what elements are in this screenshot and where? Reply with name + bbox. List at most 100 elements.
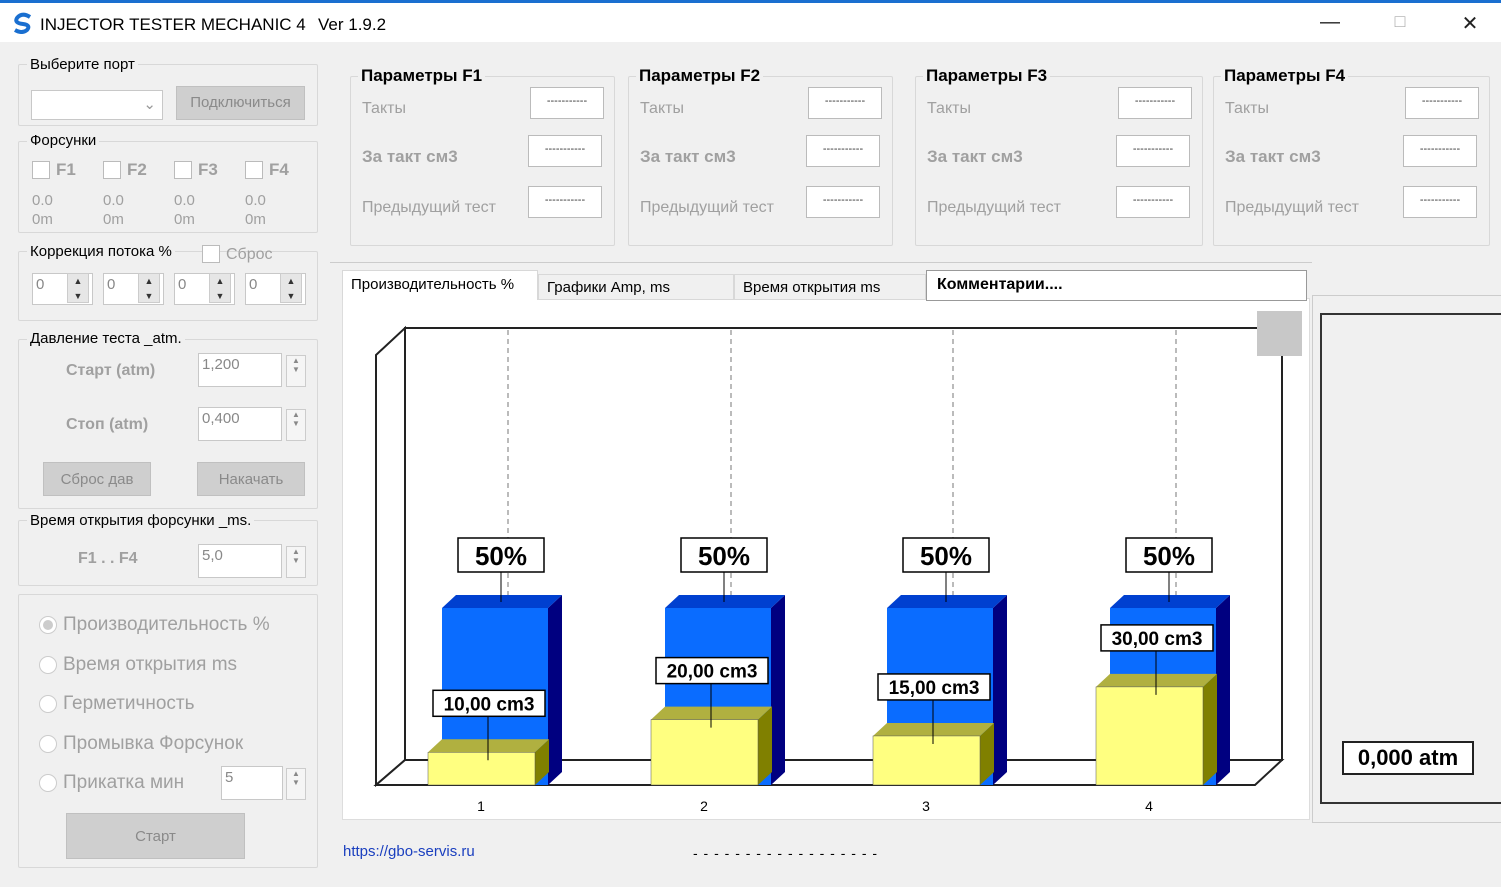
tab-graphs[interactable]: Графики Amp, ms xyxy=(538,274,734,300)
percent-label-box xyxy=(902,537,990,573)
roll-minutes-input[interactable]: 5 xyxy=(221,766,283,800)
percent-label: 50% xyxy=(1143,541,1195,571)
pressure-readout: 0,000 atm xyxy=(1342,741,1474,775)
flow-value: 0 xyxy=(107,276,116,293)
blue-bar-side xyxy=(993,595,1007,785)
x-tick-label: 1 xyxy=(477,798,485,814)
flow-label: Коррекция потока % xyxy=(27,243,175,260)
x-tick-label: 3 xyxy=(922,798,930,814)
mode-radio[interactable] xyxy=(39,616,57,634)
mode-radio[interactable] xyxy=(39,695,57,713)
pressure-label: Давление теста _atm. xyxy=(27,330,185,347)
roll-minutes-spinner[interactable]: ▲▼ xyxy=(286,768,306,800)
blue-bar-top xyxy=(887,595,1007,608)
blue-bar-top xyxy=(665,595,785,608)
previous-test-label: Предыдущий тест xyxy=(1225,199,1359,216)
volume-label: 10,00 cm3 xyxy=(444,694,535,715)
pressure-start-spinner[interactable]: ▲▼ xyxy=(286,355,306,387)
pressure-display xyxy=(1320,313,1501,804)
x-tick-label: 2 xyxy=(700,798,708,814)
injector-checkbox[interactable] xyxy=(245,161,263,179)
per-cycle-value: ----------- xyxy=(1403,135,1477,167)
flow-spinner[interactable]: ▲▼ xyxy=(67,273,89,303)
close-button[interactable]: ✕ xyxy=(1461,13,1479,35)
mode-radio[interactable] xyxy=(39,655,57,674)
maximize-button[interactable]: □ xyxy=(1394,11,1406,31)
takty-label: Такты xyxy=(640,100,684,117)
takty-label: Такты xyxy=(362,100,406,117)
pressure-start-label: Старт (atm) xyxy=(66,362,156,379)
flow-spinner[interactable]: ▲▼ xyxy=(280,273,302,303)
flow-correction-input[interactable]: 0 ▲▼ xyxy=(103,273,164,305)
mode-radio[interactable] xyxy=(39,774,57,792)
connect-button[interactable]: Подключиться xyxy=(176,86,305,120)
injector-name: F1 xyxy=(56,160,76,179)
open-time-input[interactable]: 5,0 xyxy=(198,544,282,578)
injectors-label: Форсунки xyxy=(27,132,100,149)
per-cycle-label: За такт см3 xyxy=(640,147,736,166)
open-time-spinner[interactable]: ▲▼ xyxy=(286,546,306,578)
start-button[interactable]: Старт xyxy=(66,813,245,859)
modes-group xyxy=(18,594,318,868)
params-title: Параметры F4 xyxy=(1221,66,1349,86)
tab-performance[interactable]: Производительность % xyxy=(342,270,538,300)
percent-label-box xyxy=(1125,537,1213,573)
per-cycle-value: ----------- xyxy=(1116,135,1190,167)
flow-value: 0 xyxy=(36,276,45,293)
mode-label: Прикатка мин xyxy=(63,772,185,793)
mode-label: Производительность % xyxy=(63,614,270,635)
flow-reset-checkbox[interactable] xyxy=(202,245,220,263)
volume-label-box xyxy=(1100,624,1214,652)
pressure-start-input[interactable]: 1,200 xyxy=(198,353,282,387)
params-group-f4 xyxy=(1213,76,1490,246)
pressure-stop-input[interactable]: 0,400 xyxy=(198,407,282,441)
website-link[interactable]: https://gbo-servis.ru xyxy=(343,843,475,860)
pressure-stop-label: Стоп (atm) xyxy=(66,416,149,433)
injector-checkbox[interactable] xyxy=(32,161,50,179)
side-wall xyxy=(375,325,406,788)
port-group xyxy=(18,64,318,126)
yellow-bar xyxy=(650,719,759,786)
mode-radio[interactable] xyxy=(39,734,57,753)
takty-label: Такты xyxy=(1225,100,1269,117)
pressure-stop-spinner[interactable]: ▲▼ xyxy=(286,409,306,441)
injector-value: 0.0 xyxy=(32,192,53,209)
injector-name: F3 xyxy=(198,160,218,179)
yellow-bar-side xyxy=(1203,673,1217,785)
injector-checkbox[interactable] xyxy=(174,161,192,179)
previous-test-label: Предыдущий тест xyxy=(640,199,774,216)
yellow-bar-side xyxy=(758,706,772,785)
flow-correction-input[interactable]: 0 ▲▼ xyxy=(174,273,235,305)
comments-field[interactable]: Комментарии.... xyxy=(926,270,1307,301)
percent-label: 50% xyxy=(475,541,527,571)
yellow-bar xyxy=(427,752,536,786)
yellow-bar-side xyxy=(980,722,994,785)
injectors-group xyxy=(18,141,318,233)
version-label: Ver 1.9.2 xyxy=(318,15,387,34)
per-cycle-label: За такт см3 xyxy=(1225,147,1321,166)
flow-spinner[interactable]: ▲▼ xyxy=(138,273,160,303)
reset-pressure-button[interactable]: Сброс дав xyxy=(43,462,151,496)
tab-open-time[interactable]: Время открытия ms xyxy=(734,274,926,300)
pump-button[interactable]: Накачать xyxy=(197,462,305,496)
params-title: Параметры F2 xyxy=(636,66,764,86)
injector-name: F4 xyxy=(269,160,289,179)
flow-correction-input[interactable]: 0 ▲▼ xyxy=(245,273,306,305)
minimize-button[interactable]: — xyxy=(1320,11,1340,33)
chevron-down-icon: ⌄ xyxy=(143,96,156,113)
injector-value: 0.0 xyxy=(174,192,195,209)
flow-spinner[interactable]: ▲▼ xyxy=(209,273,231,303)
percent-label: 50% xyxy=(920,541,972,571)
percent-label-box xyxy=(457,537,545,573)
previous-test-value: ----------- xyxy=(806,186,880,218)
injector-checkbox[interactable] xyxy=(103,161,121,179)
flow-reset-label: Сброс xyxy=(226,246,273,263)
yellow-bar-side xyxy=(535,739,549,785)
injector-time: 0m xyxy=(174,211,195,228)
right-panel xyxy=(1312,295,1501,823)
port-select[interactable]: ⌄ xyxy=(31,90,163,120)
yellow-bar xyxy=(872,735,981,786)
injector-value: 0.0 xyxy=(245,192,266,209)
flow-correction-input[interactable]: 0 ▲▼ xyxy=(32,273,93,305)
